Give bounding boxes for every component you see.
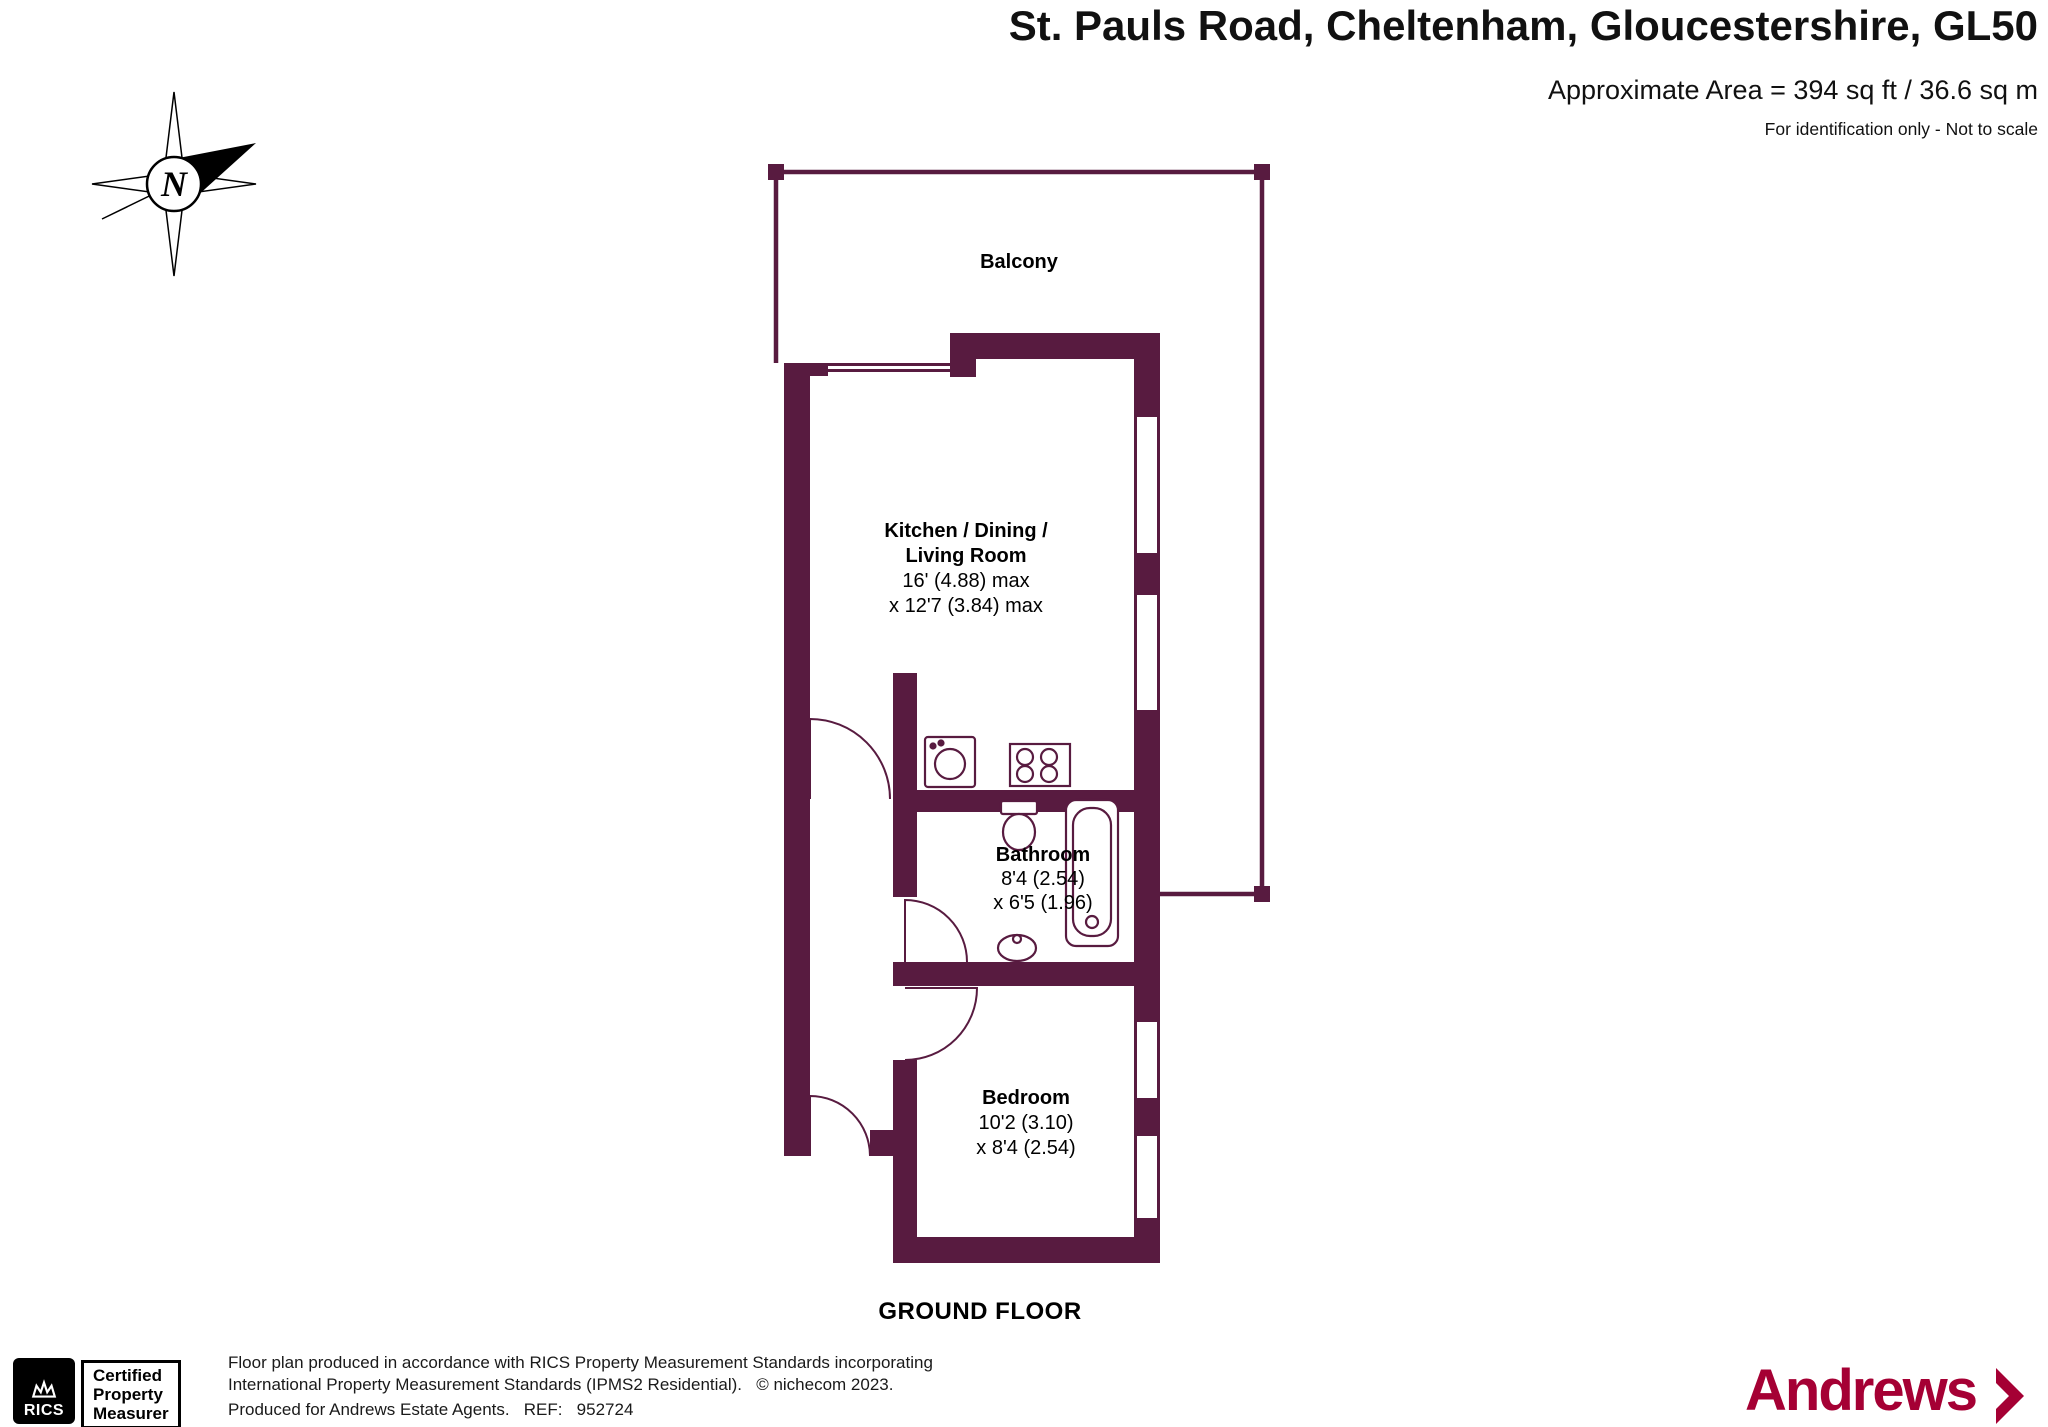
kitchen-door-arc (809, 717, 891, 800)
bath-icon (1064, 798, 1120, 948)
bathroom-dimension-line2: x 6'5 (1.96) (993, 892, 1093, 914)
footer-line2: International Property Measurement Stand… (228, 1375, 894, 1394)
footer-disclaimer: Floor plan produced in accordance with R… (228, 1352, 933, 1421)
rics-crest-icon (31, 1379, 57, 1398)
fixtures (923, 735, 1120, 963)
certified-line1: Certified (93, 1366, 162, 1385)
toilet-icon (999, 799, 1039, 852)
kitchen-dimension-line1: 16' (4.88) max (902, 570, 1030, 592)
approximate-area: Approximate Area = 394 sq ft / 36.6 sq m (1547, 75, 2038, 105)
bedroom-dimension-line1: 10'2 (3.10) (978, 1112, 1074, 1134)
bedroom-name: Bedroom (982, 1087, 1070, 1109)
compass-north-label: N (160, 164, 189, 204)
bedroom-label: Bedroom 10'2 (3.10) x 8'4 (2.54) (976, 1086, 1075, 1161)
scale-disclaimer: For identification only - Not to scale (1764, 119, 2038, 139)
compass-icon: N (91, 91, 257, 277)
walls (784, 333, 1160, 1263)
kitchen-name-line2: Living Room (905, 545, 1027, 567)
floor-title: GROUND FLOOR (878, 1298, 1082, 1325)
certified-line3: Measurer (93, 1404, 169, 1423)
bathroom-name: Bathroom (995, 844, 1091, 866)
footer-line1: Floor plan produced in accordance with R… (228, 1353, 933, 1372)
sink-icon (923, 735, 977, 789)
hob-icon (1008, 742, 1072, 788)
kitchen-name-line1: Kitchen / Dining / (884, 520, 1048, 542)
certified-line2: Property (93, 1385, 163, 1404)
bedroom-door-arc (904, 987, 979, 1061)
kitchen-label: Kitchen / Dining / Living Room 16' (4.88… (884, 519, 1047, 619)
bathroom-door-arc (904, 898, 968, 963)
balcony-label: Balcony (980, 251, 1058, 273)
balcony-outline (768, 164, 1270, 902)
entry-door-arc (809, 1094, 871, 1157)
bathroom-label: Bathroom 8'4 (2.54) x 6'5 (1.96) (993, 843, 1092, 915)
bedroom-dimension-line2: x 8'4 (2.54) (976, 1137, 1076, 1159)
door-arcs (809, 717, 979, 1157)
certified-property-measurer-badge: Certified Property Measurer (81, 1360, 181, 1427)
page-title: St. Pauls Road, Cheltenham, Gloucestersh… (1008, 2, 2038, 49)
rics-logo-text: RICS (23, 1402, 65, 1419)
basin-icon (996, 933, 1038, 963)
footer-line3: Produced for Andrews Estate Agents. REF:… (228, 1400, 634, 1419)
bathroom-dimension-line1: 8'4 (2.54) (1001, 868, 1085, 890)
andrews-logo: Andrews (1745, 1358, 1978, 1423)
kitchen-dimension-line2: x 12'7 (3.84) max (889, 595, 1043, 617)
andrews-chevron-icon (1996, 1368, 2024, 1424)
windows (810, 363, 1160, 1218)
rics-logo: RICS (13, 1358, 75, 1424)
